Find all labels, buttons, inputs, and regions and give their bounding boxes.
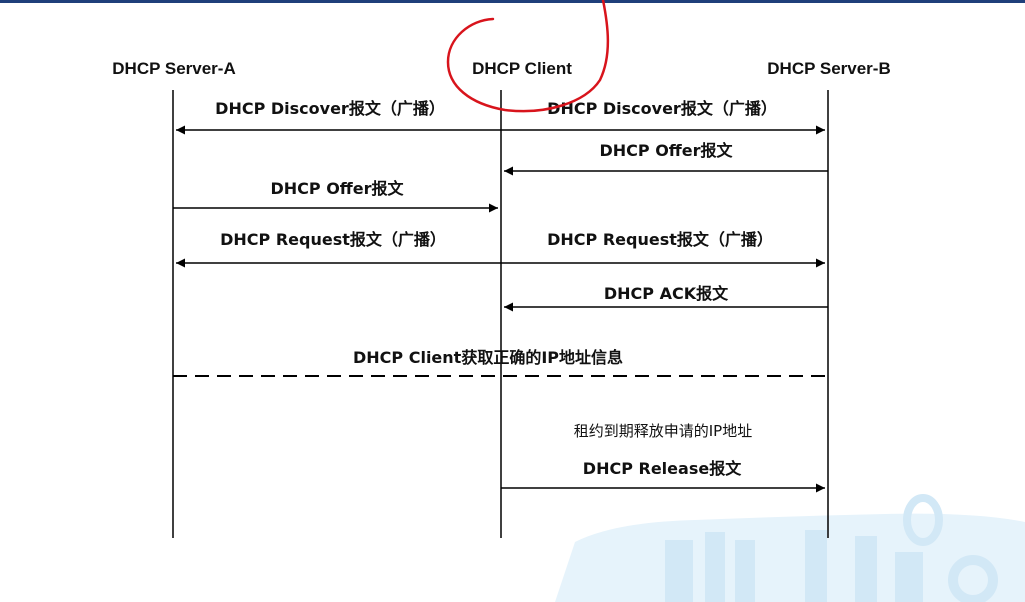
top-bar — [0, 0, 1025, 3]
label-ip-obtained: DHCP Client获取正确的IP地址信息 — [353, 348, 623, 367]
annotation-circle-icon — [446, 0, 610, 113]
participant-server-b: DHCP Server-B — [767, 59, 890, 78]
label-discover-b: DHCP Discover报文（广播） — [547, 99, 777, 118]
participant-server-a: DHCP Server-A — [112, 59, 235, 78]
label-offer-b: DHCP Offer报文 — [599, 141, 733, 160]
watermark-logo — [555, 492, 1025, 602]
label-request-a: DHCP Request报文（广播） — [220, 230, 446, 249]
label-lease-expire: 租约到期释放申请的IP地址 — [574, 422, 752, 440]
label-discover-a: DHCP Discover报文（广播） — [215, 99, 445, 118]
label-request-b: DHCP Request报文（广播） — [547, 230, 773, 249]
label-release: DHCP Release报文 — [583, 459, 742, 478]
label-ack-b: DHCP ACK报文 — [604, 284, 729, 303]
label-offer-a: DHCP Offer报文 — [270, 179, 404, 198]
participant-client: DHCP Client — [472, 59, 572, 78]
